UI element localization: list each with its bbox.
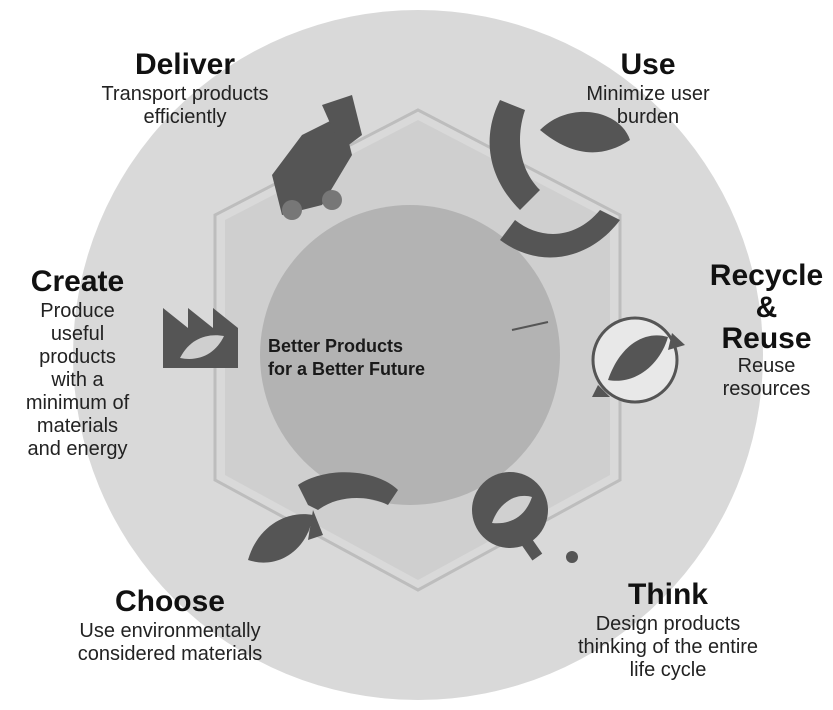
stage-think-description: Design products thinking of the entire l… xyxy=(577,612,759,681)
center-disc xyxy=(260,205,560,505)
stage-think-title: Think xyxy=(628,578,708,611)
stage-choose: Choose Use environmentally considered ma… xyxy=(40,585,300,666)
stage-deliver: Deliver Transport products efficiently xyxy=(70,48,300,129)
recycle-arrows-leaf-icon xyxy=(591,316,685,404)
delivery-truck-icon xyxy=(272,95,362,220)
stage-choose-title: Choose xyxy=(114,585,225,618)
stage-use-description: Minimize user burden xyxy=(586,82,710,128)
stage-choose-description: Use environmentally considered materials xyxy=(77,619,263,665)
hand-picking-leaf-icon xyxy=(248,472,398,563)
center-connector xyxy=(511,321,549,331)
stage-recycle-description: Reuse resources xyxy=(722,354,811,400)
stage-create: Create Produce useful products with a mi… xyxy=(0,265,155,461)
segment-dividers xyxy=(213,108,622,592)
hands-holding-leaf-icon xyxy=(489,100,630,258)
stage-think: Think Design products thinking of the en… xyxy=(548,578,788,682)
stage-create-description: Produce useful products with a minimum o… xyxy=(25,299,130,460)
stage-deliver-title: Deliver xyxy=(134,48,236,81)
stage-deliver-description: Transport products efficiently xyxy=(101,82,269,128)
magnifier-leaf-icon xyxy=(472,472,578,563)
stage-create-title: Create xyxy=(30,265,125,298)
stage-recycle-title: Recycle & Reuse xyxy=(709,259,824,355)
center-title: Better Products for a Better Future xyxy=(268,336,426,379)
factory-leaf-icon xyxy=(163,308,238,368)
stage-use: Use Minimize user burden xyxy=(548,48,748,129)
stage-recycle: Recycle & Reuse Reuse resources xyxy=(700,260,833,401)
stage-use-title: Use xyxy=(620,48,676,81)
